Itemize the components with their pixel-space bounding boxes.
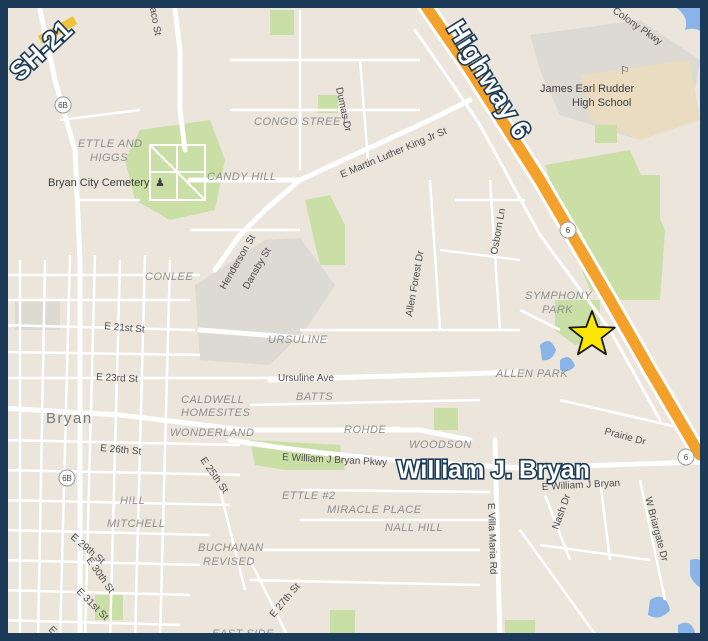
svg-text:MITCHELL: MITCHELL — [107, 518, 165, 530]
neighborhood-labels: ETTLE AND HIGGS CONGO STREET CANDY HILL … — [78, 116, 592, 640]
cemetery-grounds — [149, 144, 206, 201]
svg-text:E Villa Maria Rd: E Villa Maria Rd — [485, 503, 498, 575]
svg-text:NALL HILL: NALL HILL — [385, 522, 443, 534]
svg-text:CONLEE: CONLEE — [145, 271, 193, 283]
svg-text:ETTLE #2: ETTLE #2 — [282, 490, 336, 502]
school-icon: ⚐ — [620, 65, 630, 77]
sh21-road-segment — [37, 16, 78, 44]
svg-text:ALLEN PARK: ALLEN PARK — [495, 368, 568, 380]
svg-text:CONGO STREET: CONGO STREET — [254, 116, 349, 128]
svg-text:ETTLE AND: ETTLE AND — [78, 138, 143, 150]
svg-text:HILL: HILL — [120, 495, 145, 507]
bus6b-shield-top: 6B — [54, 96, 72, 114]
major-streets — [0, 7, 703, 641]
svg-text:E 26th St: E 26th St — [100, 443, 142, 458]
school-label-line2[interactable]: High School — [572, 97, 631, 109]
svg-text:CANDY HILL: CANDY HILL — [207, 171, 277, 183]
svg-text:MIRACLE PLACE: MIRACLE PLACE — [327, 504, 422, 516]
svg-text:E William J Bryan: E William J Bryan — [542, 478, 621, 493]
highway-6-road — [413, 0, 708, 464]
svg-text:PARK: PARK — [542, 304, 573, 316]
school-campus — [580, 60, 700, 140]
cemetery-label[interactable]: Bryan City Cemetery — [48, 177, 150, 189]
svg-text:REVISED: REVISED — [203, 556, 255, 568]
star-marker[interactable] — [568, 310, 616, 356]
svg-text:aco St: aco St — [147, 7, 163, 37]
city-label: Bryan — [46, 410, 93, 427]
svg-text:HIGGS: HIGGS — [90, 152, 128, 164]
bus6b-shield-bottom: 6B — [58, 469, 76, 487]
svg-text:CALDWELL: CALDWELL — [181, 394, 244, 406]
svg-text:SYMPHONY: SYMPHONY — [525, 290, 592, 302]
svg-text:HOMESITES: HOMESITES — [181, 407, 250, 419]
svg-text:Ursuline Ave: Ursuline Ave — [278, 373, 334, 384]
svg-text:BUCHANAN: BUCHANAN — [198, 542, 264, 554]
svg-text:6B: 6B — [62, 474, 72, 483]
svg-text:WOODSON: WOODSON — [409, 439, 472, 451]
svg-text:6: 6 — [684, 453, 689, 462]
school-label-line1[interactable]: James Earl Rudder — [540, 83, 634, 95]
hwy6-shield-top: 6 — [559, 221, 577, 239]
hwy6-shield-bottom: 6 — [677, 448, 695, 466]
svg-text:BATTS: BATTS — [296, 391, 333, 403]
cemetery-icon: ♟ — [155, 177, 165, 189]
svg-text:E 21st St: E 21st St — [104, 321, 146, 336]
svg-text:WONDERLAND: WONDERLAND — [170, 427, 254, 439]
svg-text:ROHDE: ROHDE — [344, 424, 386, 436]
svg-text:6B: 6B — [58, 101, 68, 110]
svg-text:URSULINE: URSULINE — [268, 334, 328, 346]
svg-text:6: 6 — [566, 226, 571, 235]
svg-text:E 23rd St: E 23rd St — [96, 372, 138, 385]
svg-text:E William J Bryan Pkwy: E William J Bryan Pkwy — [282, 452, 387, 468]
william-bryan-label: William J. Bryan — [397, 456, 590, 484]
